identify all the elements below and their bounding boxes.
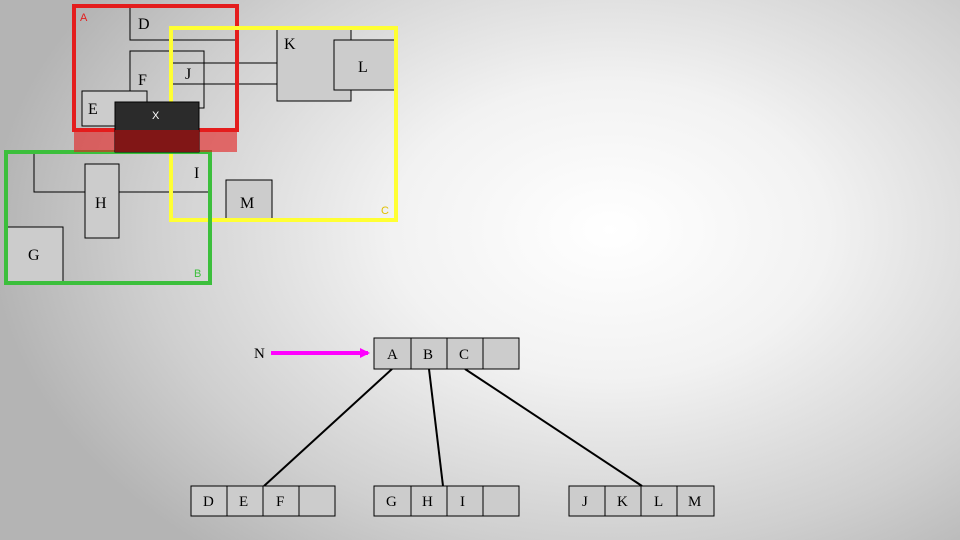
tree-root-node: A B C [373,337,520,370]
query-rect-x-lower [115,130,199,152]
root-entry-a: A [387,347,398,363]
rect-i [33,152,210,193]
rect-label-g: G [28,247,40,264]
rect-m [225,179,273,221]
rect-h [84,163,120,239]
leaf2-entry-g: G [386,494,397,510]
spatial-rects [5,5,397,283]
rect-l [333,39,397,91]
rect-label-i: I [194,165,199,182]
rect-label-j: J [185,66,191,83]
leaf3-entry-j: J [582,494,588,510]
bbox-label-b: B [194,268,201,280]
root-entry-c: C [459,347,469,363]
leaf3-entry-m: M [688,494,701,510]
pointer-label-n: N [254,346,265,362]
root-entry-b: B [423,347,433,363]
rect-g [5,226,64,283]
leaf1-entry-f: F [276,494,284,510]
rect-label-e: E [88,101,98,118]
spatial-labels: D K L J F E I H M G [28,16,368,264]
rect-label-k: K [284,36,296,53]
rect-label-m: M [240,195,254,212]
tree-leaf-2: G H I [373,485,520,517]
leaf3-entry-l: L [654,494,663,510]
root-cell-3 [482,337,520,370]
bbox-label-c: C [381,205,389,217]
rect-label-l: L [358,59,368,76]
tree-edge-c [464,368,643,487]
leaf1-entry-e: E [239,494,248,510]
tree-leaf-3: J K L M [568,485,715,517]
root-cell-2 [446,337,484,370]
rect-label-d: D [138,16,150,33]
root-cell-0 [373,337,412,370]
leaf2-entry-i: I [460,494,465,510]
leaf2-entry-h: H [422,494,433,510]
tree-edge-a [263,368,393,487]
bbox-label-a: A [80,12,88,24]
leaf3-entry-k: K [617,494,628,510]
leaf1-entry-d: D [203,494,214,510]
rect-d [129,5,237,41]
root-cell-1 [410,337,448,370]
rect-label-h: H [95,195,107,212]
rect-label-f: F [138,72,147,89]
tree-leaf-1: D E F [190,485,336,517]
query-label-x: X [152,110,160,122]
tree-edges [263,368,643,487]
tree-edge-b [428,368,444,487]
